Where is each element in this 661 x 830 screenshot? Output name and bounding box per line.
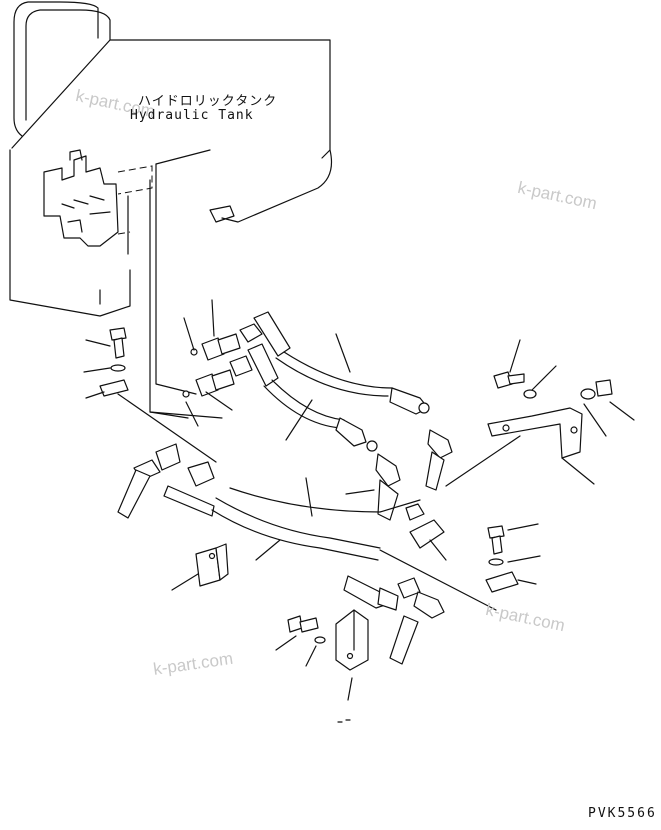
- lower-right-clamp: [485, 523, 541, 593]
- tank-label-english: Hydraulic Tank: [130, 108, 254, 123]
- upper-hoses: [229, 311, 453, 521]
- left-bolt-set: [83, 327, 129, 399]
- lower-hoses: [117, 443, 447, 665]
- lower-left-bracket: [171, 543, 229, 591]
- routing-lines: [117, 149, 521, 611]
- hydraulic-tank: [9, 1, 333, 317]
- control-valve: [43, 149, 153, 247]
- bottom-bracket-set: [275, 609, 369, 723]
- right-bracket-set: [487, 339, 635, 485]
- tank-label-japanese: ハイドロリックタンク: [138, 94, 278, 109]
- hose-protector: [405, 503, 425, 521]
- drawing-code: PVK5566: [588, 806, 657, 821]
- tank-adapters: [182, 299, 241, 427]
